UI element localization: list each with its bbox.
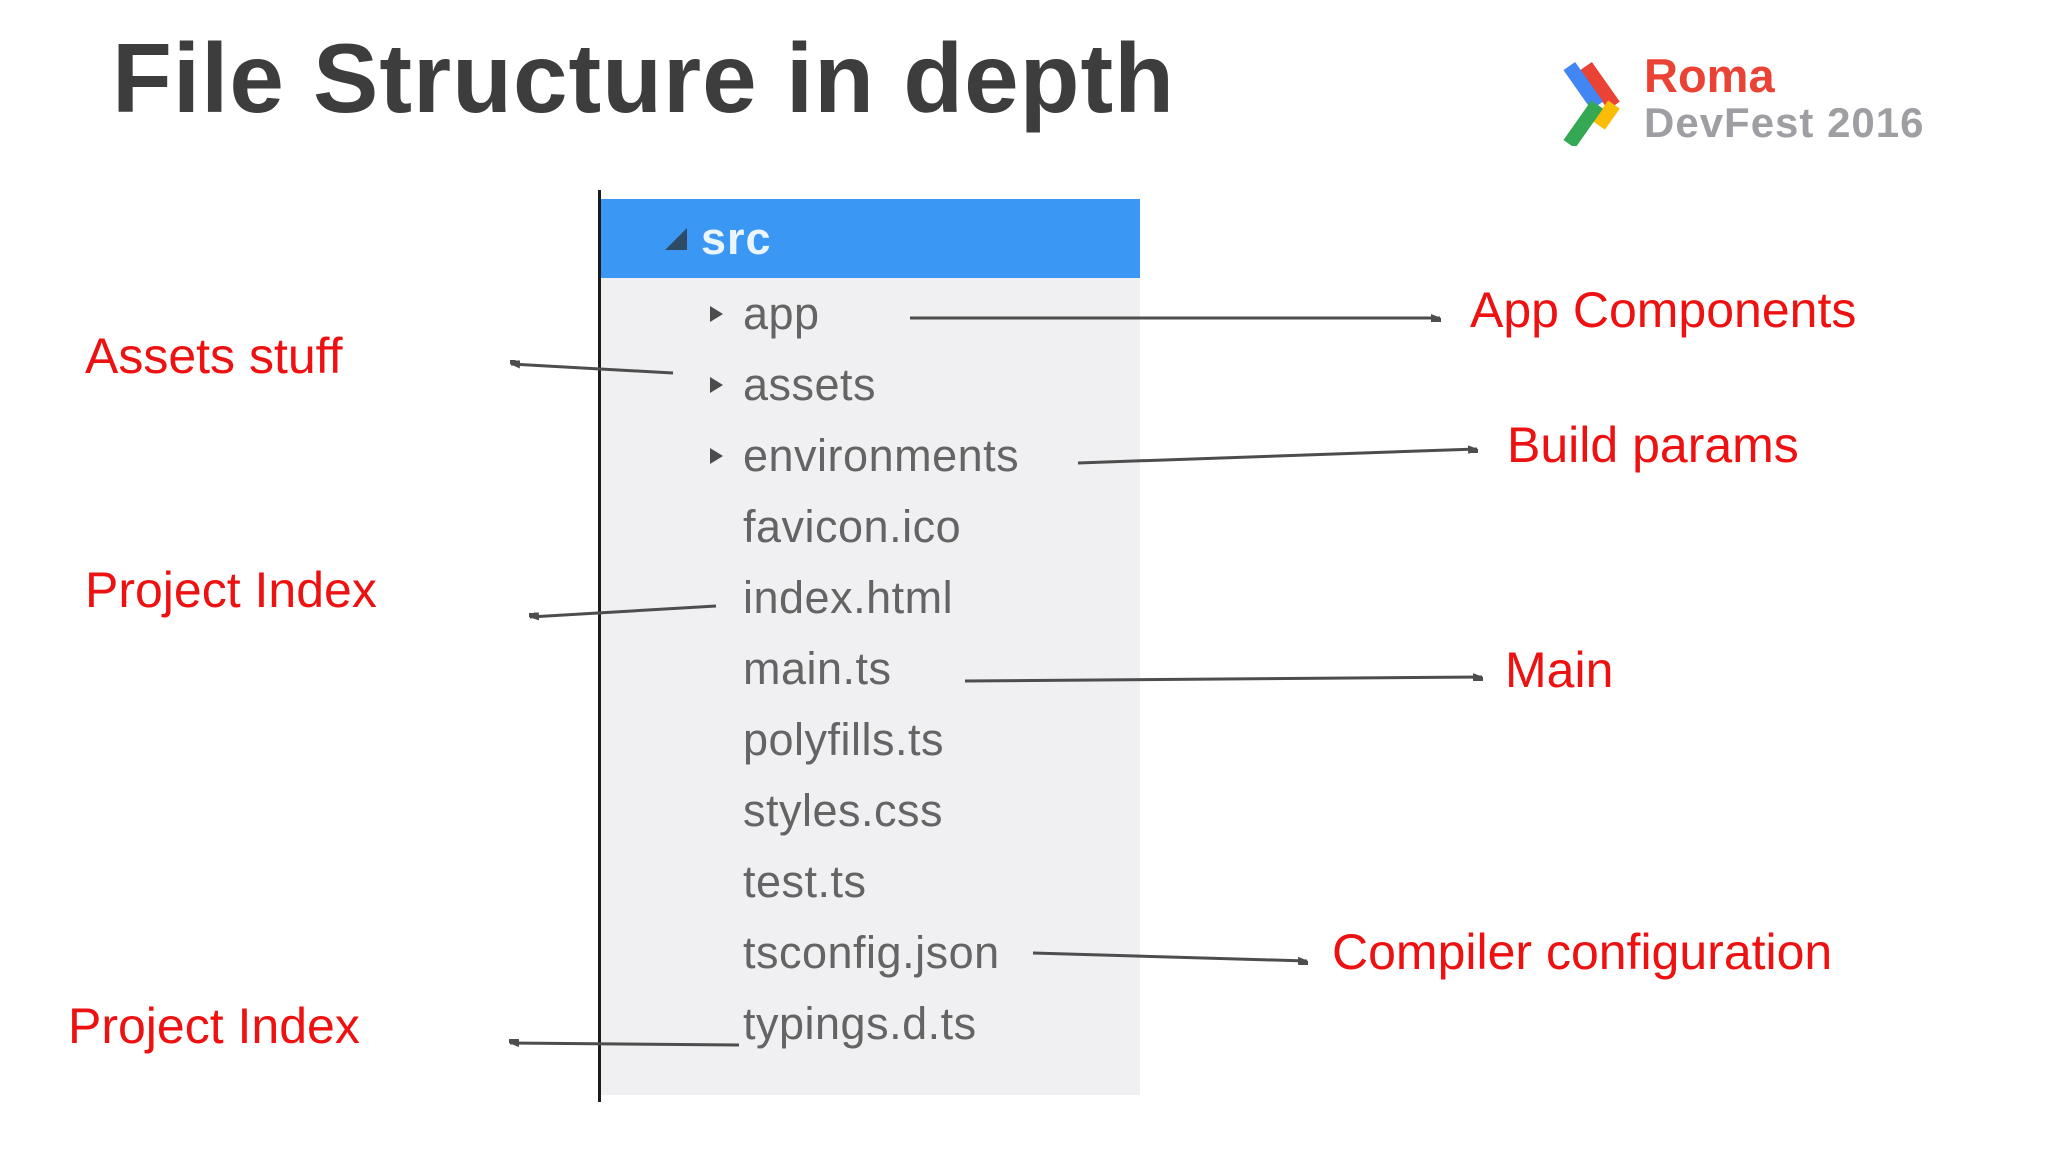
tree-item-label: styles.css	[743, 784, 944, 836]
logo-event: DevFest 2016	[1644, 98, 1925, 146]
tree-left-border	[598, 190, 601, 1102]
page-title: File Structure in depth	[112, 23, 1175, 133]
tree-item-environments[interactable]: environments	[601, 420, 1140, 491]
tree-item-favicon-ico[interactable]: favicon.ico	[601, 491, 1140, 562]
annotation-project-index-bottom: Project Index	[68, 998, 360, 1054]
annotation-project-index-top: Project Index	[85, 562, 377, 618]
tree-item-label: polyfills.ts	[743, 713, 945, 765]
devfest-logo-text: Roma DevFest 2016	[1644, 49, 1925, 146]
tree-item-test-ts[interactable]: test.ts	[601, 846, 1140, 917]
tree-item-index-html[interactable]: index.html	[601, 562, 1140, 633]
tree-item-main-ts[interactable]: main.ts	[601, 633, 1140, 704]
tree-item-label: environments	[743, 429, 1020, 481]
tree-item-label: main.ts	[743, 642, 892, 694]
tree-item-label: assets	[743, 358, 877, 410]
disclosure-expanded-icon[interactable]	[665, 227, 687, 250]
annotation-app-components: App Components	[1470, 282, 1857, 338]
disclosure-collapsed-icon[interactable]	[710, 376, 723, 393]
tree-item-app[interactable]: app	[601, 278, 1140, 349]
tree-item-label: tsconfig.json	[743, 926, 1000, 978]
logo-city: Roma	[1644, 49, 1775, 102]
file-tree: src app assets environments favicon.ico inde…	[601, 199, 1140, 1095]
tree-item-polyfills-ts[interactable]: polyfills.ts	[601, 704, 1140, 775]
file-tree-rows: app assets environments favicon.ico index.ht…	[601, 278, 1140, 1059]
annotation-main: Main	[1505, 642, 1614, 698]
devfest-logo: Roma DevFest 2016	[1560, 49, 1925, 146]
annotation-build-params: Build params	[1507, 417, 1799, 473]
tree-item-label: index.html	[743, 571, 954, 623]
tree-item-src[interactable]: src	[601, 199, 1140, 278]
tree-item-label: test.ts	[743, 855, 867, 907]
tree-item-label: favicon.ico	[743, 500, 962, 552]
annotation-assets-stuff: Assets stuff	[85, 328, 343, 384]
annotation-compiler-configuration: Compiler configuration	[1332, 924, 1833, 980]
tree-item-label: typings.d.ts	[743, 997, 977, 1049]
tree-item-typings-d-ts[interactable]: typings.d.ts	[601, 988, 1140, 1059]
tree-item-assets[interactable]: assets	[601, 349, 1140, 420]
disclosure-collapsed-icon[interactable]	[710, 447, 723, 464]
devfest-chevron-icon	[1563, 61, 1620, 146]
disclosure-collapsed-icon[interactable]	[710, 305, 723, 322]
tree-item-label: src	[701, 212, 772, 264]
tree-item-tsconfig-json[interactable]: tsconfig.json	[601, 917, 1140, 988]
tree-item-styles-css[interactable]: styles.css	[601, 775, 1140, 846]
tree-item-label: app	[743, 287, 820, 339]
